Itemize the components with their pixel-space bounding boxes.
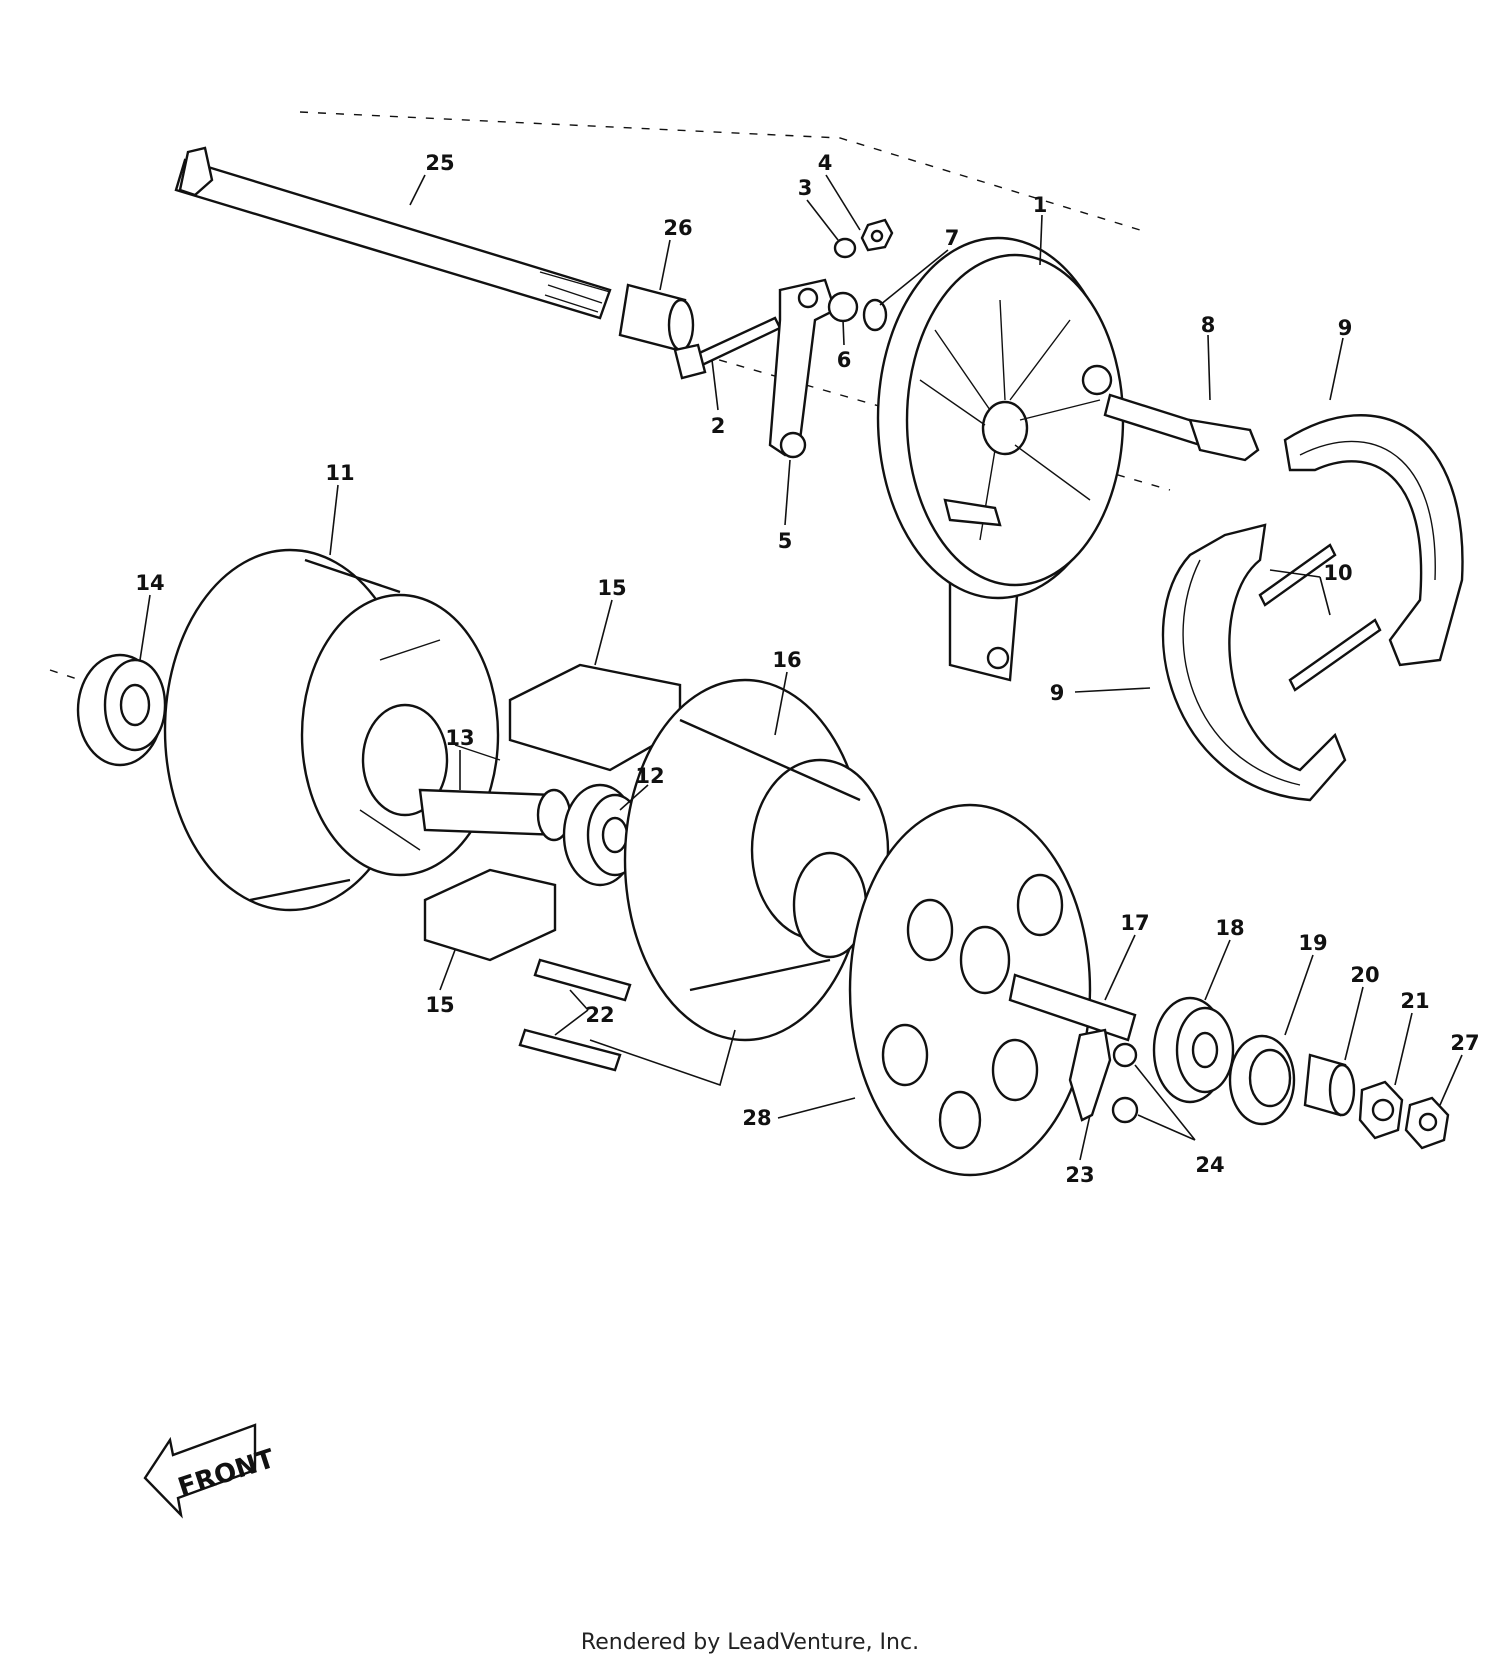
- frame-outline-line: [299, 111, 1141, 231]
- callout-9-lower: 9: [1050, 681, 1065, 705]
- callout-21: 21: [1400, 989, 1429, 1013]
- leader-21: [1394, 1012, 1413, 1086]
- callout-22: 22: [585, 1003, 614, 1027]
- sprocket-shaft: [1008, 973, 1137, 1042]
- leader-1: [1039, 214, 1043, 266]
- callout-24: 24: [1195, 1153, 1224, 1177]
- lever-nut: [860, 218, 894, 252]
- shoe-spring-upper: [1258, 543, 1337, 607]
- callout-25: 25: [425, 151, 454, 175]
- coupling-stud-upper: [533, 958, 632, 1002]
- brake-cam: [1103, 393, 1260, 462]
- axle-collar: [618, 283, 695, 352]
- leader-24: [1134, 1064, 1196, 1141]
- callout-3: 3: [798, 176, 813, 200]
- lever-washer: [833, 237, 857, 259]
- brake-cam-lever: [768, 278, 837, 459]
- callout-12: 12: [635, 764, 664, 788]
- cam-lever-bolt: [673, 316, 782, 380]
- callout-28: 28: [742, 1106, 771, 1130]
- leader-4: [825, 174, 861, 231]
- callout-4: 4: [818, 151, 833, 175]
- axle-nut: [1404, 1096, 1450, 1150]
- callout-10: 10: [1323, 561, 1352, 585]
- leader-28: [777, 1097, 856, 1119]
- leader-18: [1204, 939, 1231, 1001]
- leader-26: [659, 239, 671, 291]
- callout-6: 6: [837, 348, 852, 372]
- leader-16: [774, 671, 788, 736]
- sprocket-coupling: [623, 678, 890, 1042]
- callout-11: 11: [325, 461, 354, 485]
- leader-23: [1079, 1114, 1091, 1161]
- coupling-bearing: [1152, 996, 1235, 1104]
- wheel-hub: [163, 548, 501, 912]
- callout-5: 5: [778, 529, 793, 553]
- callout-7: 7: [945, 226, 960, 250]
- callout-17: 17: [1120, 911, 1149, 935]
- coupling-nut-upper: [1112, 1042, 1138, 1068]
- brake-shoe-upper: [1283, 414, 1464, 667]
- leader-27: [1439, 1054, 1463, 1106]
- callout-8: 8: [1201, 313, 1216, 337]
- brake-shoe-lower: [1161, 523, 1347, 802]
- leader-9-upper: [1329, 337, 1344, 401]
- callout-26: 26: [663, 216, 692, 240]
- leader-11: [329, 484, 339, 556]
- callout-19: 19: [1298, 931, 1327, 955]
- leader-22: [554, 989, 736, 1087]
- front-direction-arrow: FRONT: [143, 1423, 279, 1519]
- leader-25: [409, 174, 426, 206]
- callout-1: 1: [1033, 193, 1048, 217]
- leader-6: [842, 319, 845, 346]
- leader-2: [711, 359, 719, 411]
- lever-plain-washer: [827, 291, 859, 323]
- distance-collar: [418, 788, 572, 842]
- leader-15-upper: [594, 599, 613, 666]
- hub-damper-lower: [423, 868, 557, 962]
- leader-10: [1269, 569, 1331, 616]
- o-ring: [862, 298, 888, 332]
- leader-7: [879, 249, 949, 306]
- leader-9-lower: [1074, 687, 1151, 693]
- leader-19: [1284, 954, 1314, 1036]
- callout-14: 14: [135, 571, 164, 595]
- callout-18: 18: [1215, 916, 1244, 940]
- callout-15-upper: 15: [597, 576, 626, 600]
- left-hub-bearing: [76, 653, 167, 767]
- coupling-nut-lower: [1111, 1096, 1139, 1124]
- callout-9-upper: 9: [1338, 316, 1353, 340]
- rear-sprocket: [848, 803, 1092, 1177]
- axle-shaft: [174, 146, 612, 320]
- leader-3: [806, 199, 839, 241]
- render-credit: Rendered by LeadVenture, Inc.: [580, 1630, 920, 1655]
- callout-23: 23: [1065, 1163, 1094, 1187]
- leader-5: [784, 459, 791, 526]
- shoe-spring-lower: [1288, 618, 1382, 692]
- brake-panel: [876, 236, 1125, 682]
- leader-12: [619, 784, 649, 811]
- leader-14: [139, 594, 151, 661]
- oil-seal: [1228, 1034, 1296, 1126]
- callout-2: 2: [711, 414, 726, 438]
- leader-15-lower: [439, 949, 456, 991]
- callout-16: 16: [772, 648, 801, 672]
- callout-27: 27: [1450, 1031, 1479, 1055]
- leader-20: [1344, 986, 1364, 1061]
- leader-17: [1104, 934, 1136, 1001]
- sprocket-shaft-nut: [1358, 1080, 1404, 1140]
- callout-15-lower: 15: [425, 993, 454, 1017]
- coupling-stud-lower: [518, 1028, 622, 1072]
- lock-plate: [1068, 1028, 1112, 1122]
- leader-8: [1207, 334, 1211, 401]
- callout-20: 20: [1350, 963, 1379, 987]
- callout-13: 13: [445, 726, 474, 750]
- coupling-collar: [1303, 1053, 1356, 1117]
